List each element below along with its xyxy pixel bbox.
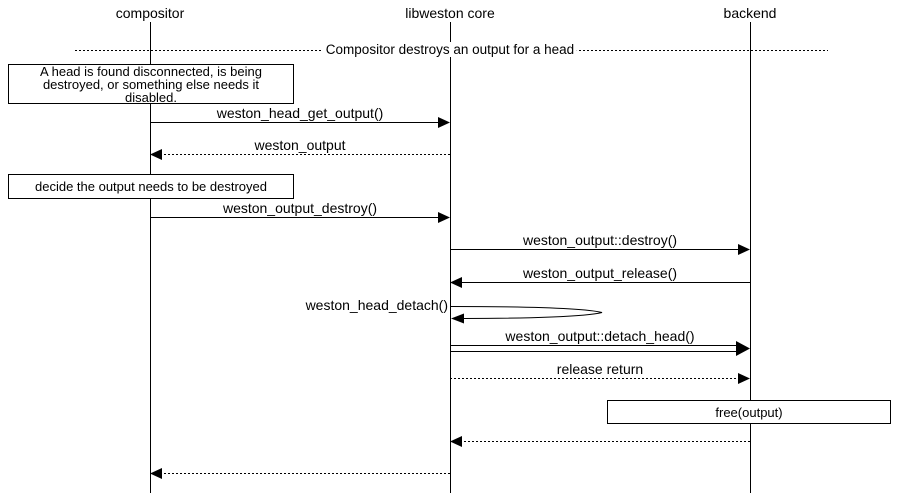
arrowhead-right-3	[438, 212, 450, 223]
message-label-weston-head-detach: weston_head_detach()	[305, 297, 448, 313]
arrowhead-right-7	[736, 341, 750, 356]
self-message-loop	[450, 306, 603, 319]
arrowhead-left-9	[450, 436, 462, 447]
arrowhead-left-6	[451, 313, 464, 324]
message-label-weston-output: weston_output	[254, 137, 346, 153]
message-label-release-return: release return	[556, 361, 644, 377]
arrowhead-left-2	[150, 149, 162, 160]
note-head-disconnected: A head is found disconnected, is being d…	[8, 64, 294, 104]
arrowhead-right-4	[738, 244, 750, 255]
note-free-output: free(output)	[607, 400, 891, 424]
message-label-weston-output-release: weston_output_release()	[522, 265, 678, 281]
diagram-title: Compositor destroys an output for a head	[322, 42, 578, 57]
message-label-weston-output-destroy: weston_output_destroy()	[222, 200, 378, 216]
arrowhead-right-8	[738, 373, 750, 384]
participant-compositor: compositor	[115, 5, 185, 21]
message-label-weston-output-destroy-vfunc: weston_output::destroy()	[522, 232, 678, 248]
message-label-weston-output-detach-head: weston_output::detach_head()	[505, 328, 695, 344]
arrowhead-left-10	[150, 468, 162, 479]
participant-libweston-core: libweston core	[405, 5, 495, 21]
arrowhead-left-5	[450, 277, 462, 288]
participant-backend: backend	[723, 5, 777, 21]
note-decide-destroy: decide the output needs to be destroyed	[8, 174, 294, 199]
arrowhead-right-1	[438, 117, 450, 128]
message-label-weston-head-get-output: weston_head_get_output()	[216, 105, 384, 121]
